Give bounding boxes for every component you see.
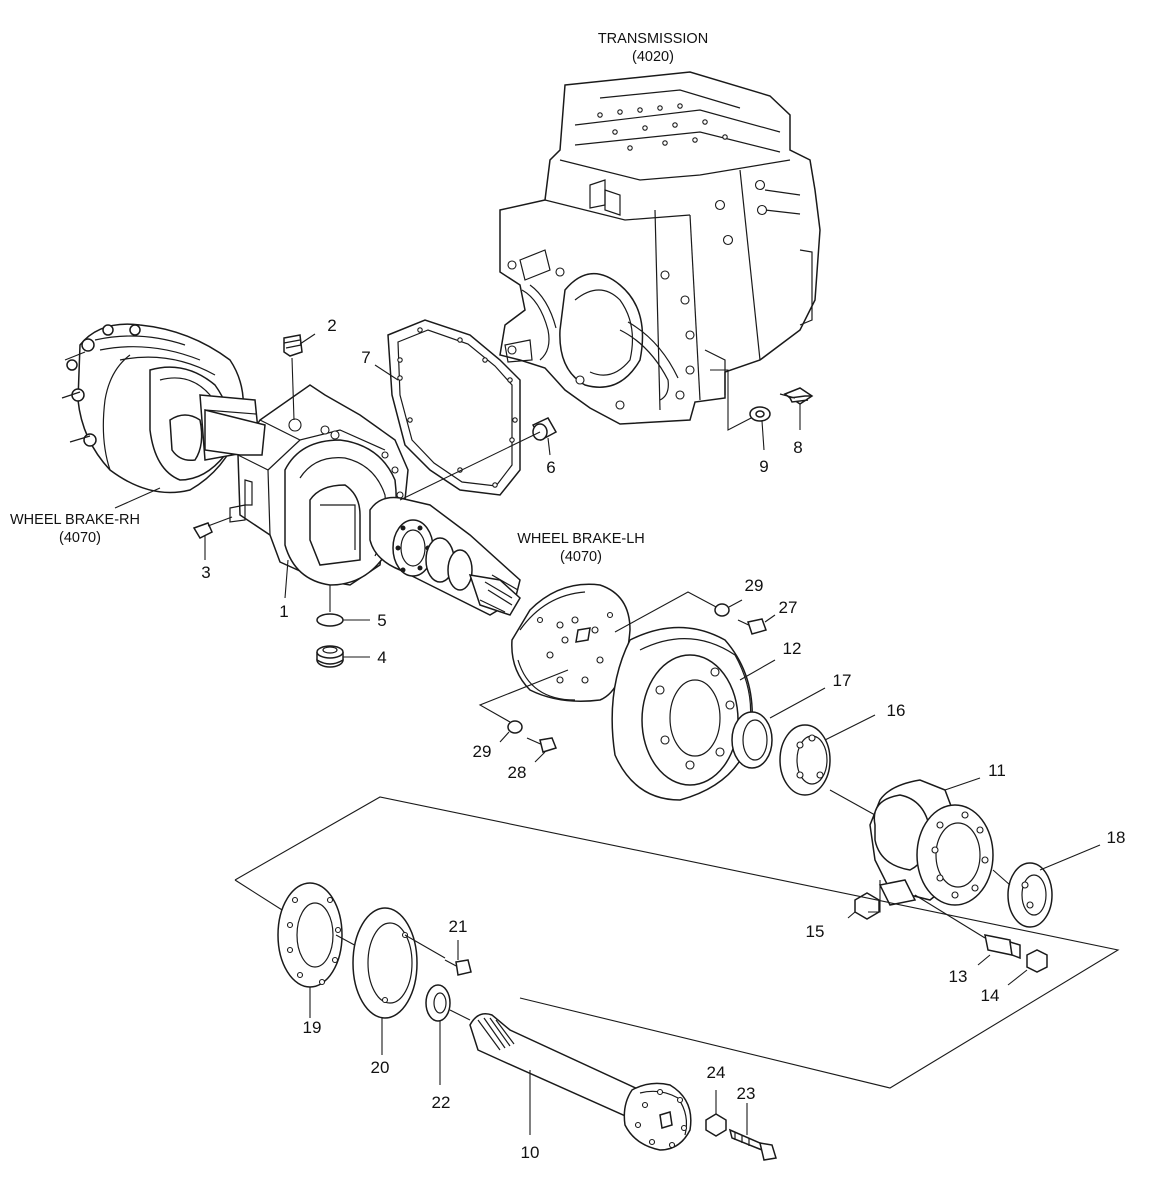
callout-27: 27 <box>779 598 798 617</box>
bolt-3 <box>192 516 233 539</box>
callout-23: 23 <box>737 1084 756 1103</box>
leader-18 <box>1039 844 1101 871</box>
axle-shaft-10 <box>469 1013 692 1151</box>
leader-2b <box>291 357 295 421</box>
wheel-brake-lh-title: WHEEL BRAKE-LH <box>517 531 645 547</box>
leader-12 <box>739 659 776 681</box>
leader-2 <box>299 333 316 345</box>
transmission-title: TRANSMISSION <box>598 31 708 47</box>
wheel-brake-rh <box>61 323 261 494</box>
callout-20: 20 <box>371 1058 390 1077</box>
callout-3: 3 <box>201 563 210 582</box>
nut-15 <box>854 892 880 920</box>
callout-22: 22 <box>432 1093 451 1112</box>
leader-6 <box>547 437 551 456</box>
callout-16: 16 <box>887 701 906 720</box>
bearing-16 <box>779 724 831 796</box>
nut-hub-leader <box>868 880 881 913</box>
wheel-brake-lh-code: (4070) <box>560 549 602 565</box>
callout-5: 5 <box>377 611 386 630</box>
bolt-21 <box>444 959 472 976</box>
bolt-28 <box>526 737 557 753</box>
callout-14: 14 <box>981 986 1000 1005</box>
brake-lh-leader-bottom <box>478 669 569 723</box>
leader-28 <box>534 751 546 763</box>
wheel-brake-rh-leader <box>114 487 161 509</box>
brake-lh-leader-top <box>614 591 719 633</box>
callout-13: 13 <box>949 967 968 986</box>
bearing-18 <box>1007 862 1053 928</box>
callout-28: 28 <box>508 763 527 782</box>
shim-19 <box>277 882 343 988</box>
washer-24 <box>705 1113 727 1137</box>
bolt-8 <box>779 387 814 405</box>
washer-9 <box>749 406 771 422</box>
plug-4 <box>316 645 344 668</box>
callout-29-top: 29 <box>745 576 764 595</box>
washer-29-bottom <box>507 720 523 734</box>
callout-17: 17 <box>833 671 852 690</box>
o-ring-5 <box>316 613 344 627</box>
callout-10: 10 <box>521 1143 540 1162</box>
bolt-27 <box>737 618 767 635</box>
leader-14 <box>1007 969 1028 986</box>
leader-15 <box>847 911 856 919</box>
leader-29-top <box>728 599 743 608</box>
callout-29-bottom: 29 <box>473 742 492 761</box>
hub-11 <box>869 779 994 906</box>
retainer-to-bolt-leader <box>404 934 446 959</box>
axle-housing-1 <box>229 384 521 616</box>
callout-12: 12 <box>783 639 802 658</box>
leader-16 <box>824 714 876 741</box>
wheel-brake-rh-code: (4070) <box>59 530 101 546</box>
callout-11: 11 <box>988 761 1006 780</box>
cap-14 <box>1026 949 1048 973</box>
frame-left-link <box>234 879 291 916</box>
leader-17 <box>769 687 826 719</box>
leader-13 <box>977 954 991 966</box>
callout-1: 1 <box>279 602 288 621</box>
retainer-20 <box>352 907 418 1019</box>
seal-22 <box>425 984 451 1022</box>
axle-shaft-assembly-frame <box>234 796 1120 1089</box>
wheel-brake-rh-title: WHEEL BRAKE-RH <box>10 512 140 528</box>
gasket-dowel-leader <box>399 431 541 501</box>
fitting-13 <box>984 934 1021 960</box>
leader-29-bottom <box>499 731 510 743</box>
leader-11 <box>944 777 981 791</box>
transmission-leader <box>710 369 756 431</box>
callout-9: 9 <box>759 457 768 476</box>
dowel-6 <box>531 417 558 442</box>
callout-19: 19 <box>303 1018 322 1037</box>
brake-drum-12 <box>611 626 753 801</box>
callout-15: 15 <box>806 922 825 941</box>
seal-17 <box>731 711 773 769</box>
leader-1 <box>284 559 289 599</box>
bolt-23 <box>728 1128 777 1161</box>
callout-2: 2 <box>327 316 336 335</box>
hub-to-bearing18-leader <box>992 869 1011 886</box>
transmission-code: (4020) <box>632 49 674 65</box>
callout-6: 6 <box>546 458 555 477</box>
callout-7: 7 <box>361 348 370 367</box>
callout-8: 8 <box>793 438 802 457</box>
washer-29-top <box>714 603 730 617</box>
plug-2 <box>283 334 303 357</box>
seal-to-shaft-leader <box>449 1009 471 1021</box>
gasket-7 <box>387 319 521 496</box>
wheel-brake-lh <box>511 583 631 702</box>
leader-9 <box>761 420 765 451</box>
callout-21: 21 <box>449 917 468 936</box>
bearing-to-hub-leader <box>829 789 876 816</box>
axle-shaft-rh <box>204 409 266 456</box>
callout-4: 4 <box>377 648 386 667</box>
leader-7 <box>374 364 399 381</box>
leader-27 <box>764 614 776 623</box>
callout-24: 24 <box>707 1063 726 1082</box>
transmission-housing <box>499 71 821 425</box>
hub-fitting-leader <box>914 894 986 939</box>
callout-18: 18 <box>1107 828 1126 847</box>
